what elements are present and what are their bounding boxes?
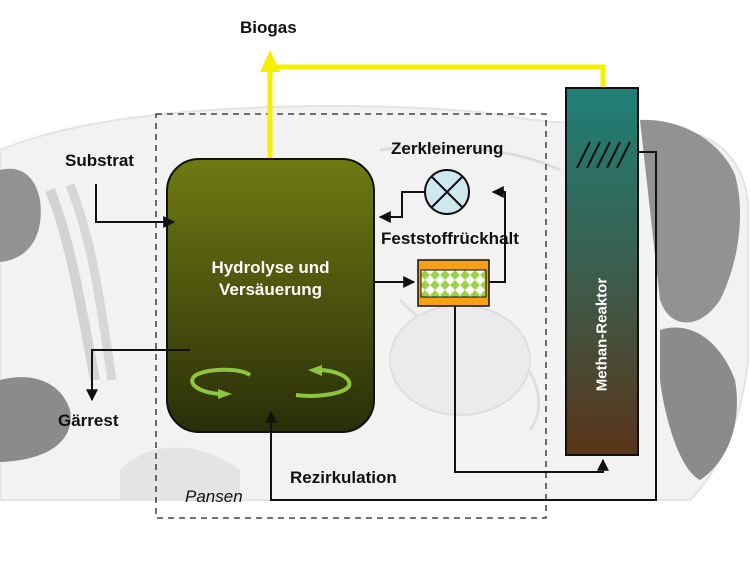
zerkleinerung-label: Zerkleinerung	[391, 139, 504, 158]
feststoff-label: Feststoffrückhalt	[381, 229, 519, 248]
gaerrest-label: Gärrest	[58, 411, 119, 430]
swirl-arrow-icon	[190, 365, 352, 399]
rezirkulation-label: Rezirkulation	[290, 468, 397, 487]
hatch-icon	[576, 141, 631, 169]
hydrolyse-label-line2: Versäuerung	[219, 280, 322, 299]
gaerrest-arrow	[86, 349, 190, 402]
methan-reactor-label: Methan-Reaktor	[593, 277, 611, 392]
methan-reactor	[565, 87, 639, 456]
pansen-boundary	[155, 113, 547, 519]
biogas-flow-line	[260, 50, 606, 158]
hydrolyse-label-line1: Hydrolyse und	[211, 258, 330, 277]
substrat-arrow	[95, 184, 176, 228]
biogas-label: Biogas	[240, 18, 297, 37]
filter-icon	[417, 259, 490, 307]
mixer-to-hydrolyse-arrow	[378, 191, 425, 223]
filter-to-mixer-line	[489, 186, 506, 283]
substrat-label: Substrat	[65, 151, 134, 170]
pansen-label: Pansen	[185, 487, 243, 506]
rezirkulation-loop	[265, 151, 657, 501]
filter-to-methan-line	[454, 306, 609, 473]
circle-x-icon	[424, 169, 470, 215]
